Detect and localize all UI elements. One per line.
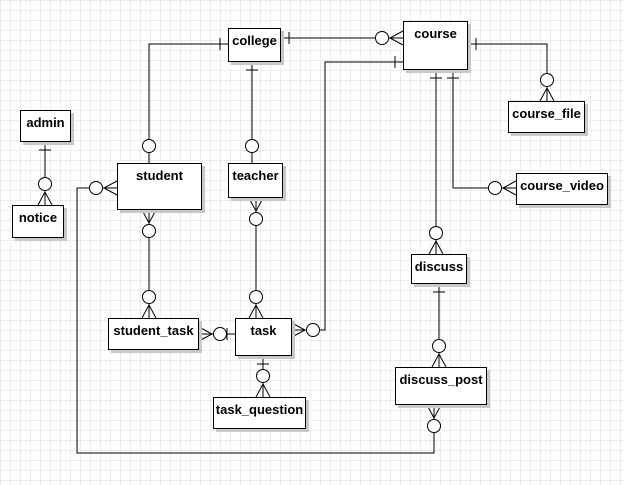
- rel-course-course-video: [452, 70, 516, 189]
- cardinality-many-mark: [291, 322, 307, 338]
- entity-task-question-label: task_question: [215, 402, 304, 417]
- entity-college-label: college: [232, 33, 277, 48]
- cardinality-many-mark: [501, 180, 517, 196]
- cardinality-many-mark: [248, 197, 264, 213]
- rel-course-task: [292, 61, 403, 331]
- entity-course-label: course: [414, 26, 457, 41]
- entity-task[interactable]: task: [235, 318, 292, 356]
- cardinality-optional-circle: [427, 419, 441, 433]
- entity-admin[interactable]: admin: [20, 110, 71, 142]
- entity-student-task[interactable]: student_task: [108, 318, 199, 350]
- cardinality-optional-circle: [432, 339, 446, 353]
- entity-student-label: student: [136, 168, 183, 183]
- cardinality-optional-circle: [540, 73, 554, 87]
- cardinality-optional-circle: [89, 181, 103, 195]
- entity-course-video-label: course_video: [520, 178, 604, 193]
- cardinality-optional-circle: [213, 327, 227, 341]
- entity-discuss[interactable]: discuss: [411, 254, 467, 284]
- cardinality-many-mark: [428, 239, 444, 255]
- cardinality-many-mark: [388, 30, 404, 46]
- entity-notice-label: notice: [18, 210, 58, 225]
- cardinality-optional-circle: [256, 369, 270, 383]
- rel-college-student: [148, 43, 228, 163]
- entity-student[interactable]: student: [117, 163, 202, 210]
- rel-course-course-file: [468, 43, 548, 101]
- entity-course-video[interactable]: course_video: [516, 173, 608, 205]
- cardinality-many-mark: [431, 352, 447, 368]
- cardinality-optional-circle: [142, 290, 156, 304]
- cardinality-optional-circle: [38, 177, 52, 191]
- entity-teacher[interactable]: teacher: [228, 163, 283, 198]
- cardinality-many-mark: [141, 303, 157, 319]
- entity-course-file[interactable]: course_file: [508, 101, 585, 133]
- cardinality-optional-circle: [488, 181, 502, 195]
- cardinality-many-mark: [248, 303, 264, 319]
- entity-student-task-label: student_task: [113, 323, 194, 338]
- cardinality-optional-circle: [306, 323, 320, 337]
- entity-task-question[interactable]: task_question: [213, 397, 306, 429]
- entity-discuss-post[interactable]: discuss_post: [395, 367, 487, 405]
- cardinality-optional-circle: [245, 139, 259, 153]
- entity-notice[interactable]: notice: [12, 205, 64, 238]
- cardinality-optional-circle: [375, 31, 389, 45]
- cardinality-many-mark: [141, 209, 157, 225]
- cardinality-many-mark: [37, 190, 53, 206]
- cardinality-many-mark: [198, 326, 214, 342]
- entity-course[interactable]: course: [403, 21, 468, 70]
- cardinality-many-mark: [426, 404, 442, 420]
- entity-task-label: task: [250, 323, 277, 338]
- entity-teacher-label: teacher: [232, 168, 279, 183]
- cardinality-optional-circle: [142, 224, 156, 238]
- cardinality-many-mark: [539, 86, 555, 102]
- cardinality-optional-circle: [142, 139, 156, 153]
- cardinality-optional-circle: [249, 212, 263, 226]
- cardinality-many-mark: [255, 382, 271, 398]
- entity-course-file-label: course_file: [512, 106, 581, 121]
- cardinality-many-mark: [102, 180, 118, 196]
- cardinality-optional-circle: [249, 290, 263, 304]
- entity-discuss-label: discuss: [414, 259, 464, 274]
- entity-discuss-post-label: discuss_post: [399, 372, 483, 387]
- entity-college[interactable]: college: [228, 28, 281, 62]
- entity-admin-label: admin: [26, 115, 65, 130]
- cardinality-markers: [37, 30, 555, 433]
- cardinality-optional-circle: [429, 226, 443, 240]
